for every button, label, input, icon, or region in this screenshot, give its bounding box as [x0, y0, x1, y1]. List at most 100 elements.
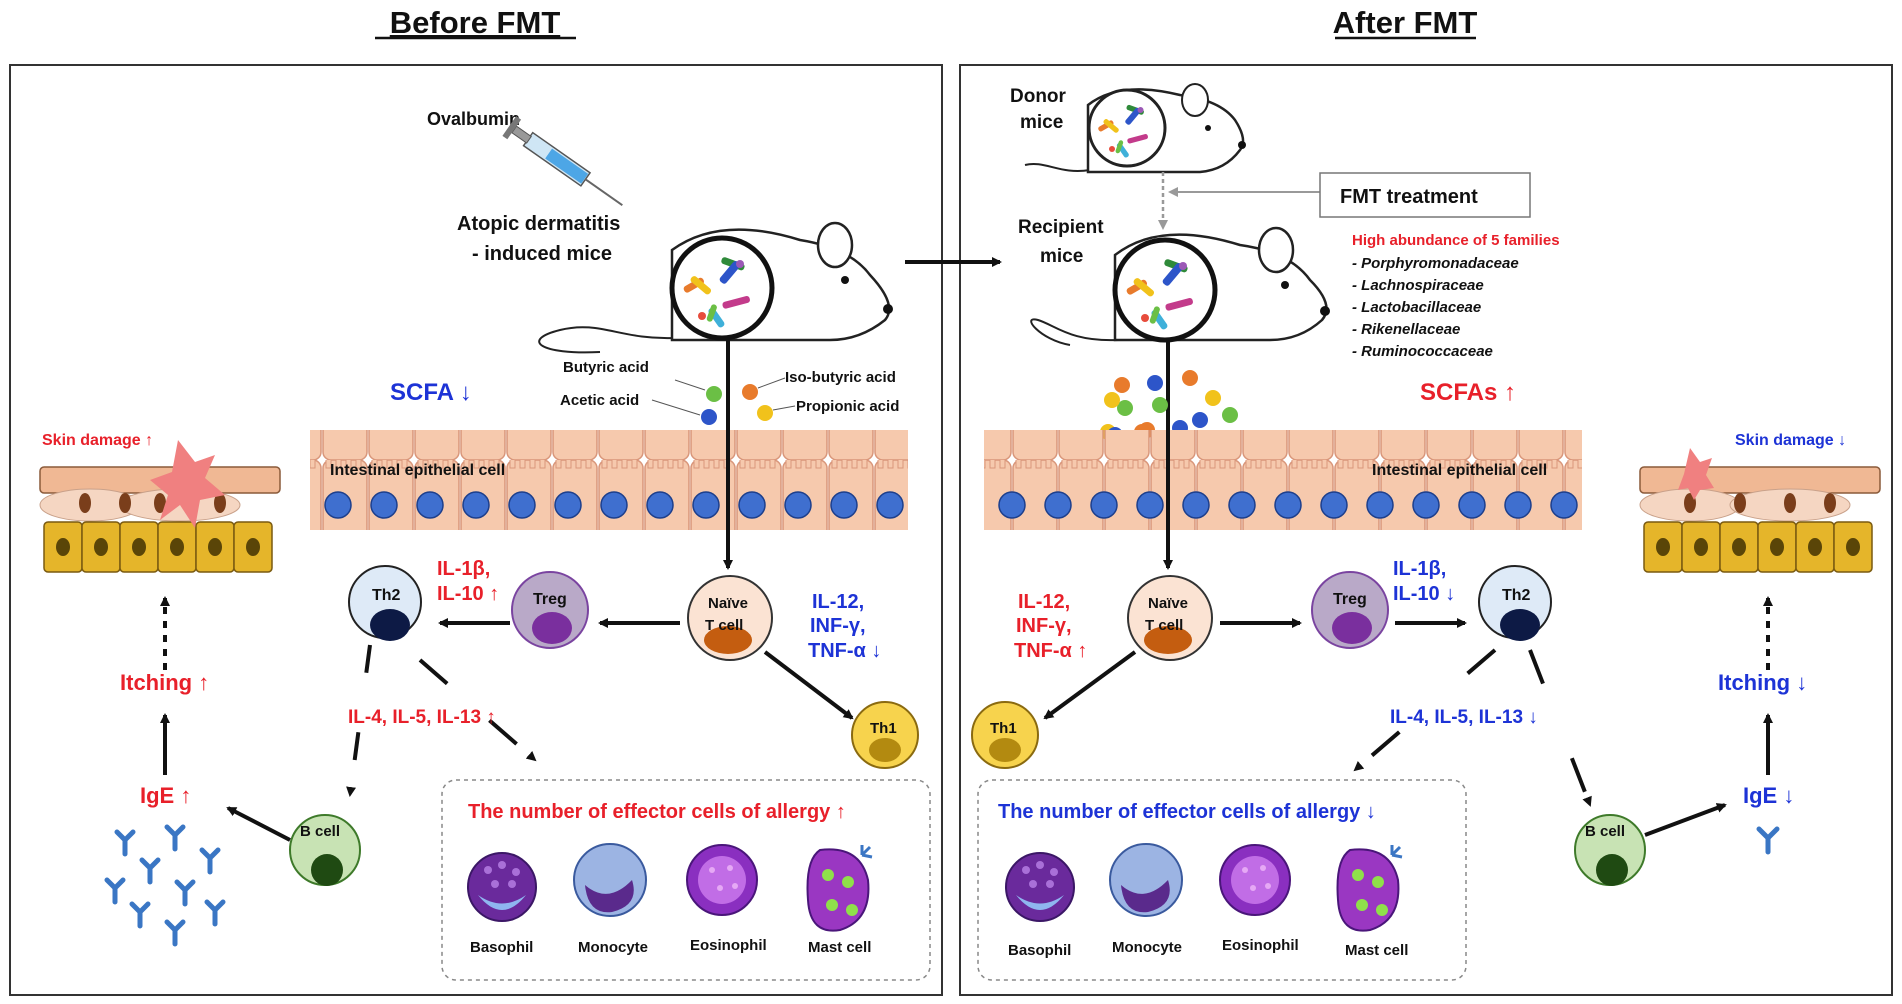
- eosinophil-icon-after: [1219, 844, 1291, 916]
- tnfa-before: TNF-α ↓: [808, 640, 881, 662]
- ad-mice-label-2: - induced mice: [472, 243, 612, 265]
- eosinophil-label-before: Eosinophil: [690, 937, 767, 954]
- mast-cell-icon-before: [806, 845, 873, 932]
- skin-damage-after: Skin damage ↓: [1735, 432, 1846, 449]
- propionic-dot: [757, 405, 773, 421]
- mast-cell-label-before: Mast cell: [808, 939, 871, 956]
- infg-after: INF-γ,: [1016, 615, 1072, 637]
- svg-text:Naïve: Naïve: [708, 595, 748, 612]
- recipient-label-1: Recipient: [1018, 217, 1104, 238]
- itching-before: Itching ↑: [120, 670, 209, 695]
- th2-cell-before: Th2: [348, 565, 422, 641]
- il1b-before: IL-1β,: [437, 558, 490, 580]
- syringe-icon: [502, 116, 623, 206]
- monocyte-label-before: Monocyte: [578, 939, 648, 956]
- tnfa-after: TNF-α ↑: [1014, 640, 1087, 662]
- treg-cell-after: Treg: [1311, 571, 1389, 649]
- il10-after: IL-10 ↓: [1393, 583, 1455, 605]
- ige-after: IgE ↓: [1743, 783, 1794, 808]
- th2-cell-after: Th2: [1478, 565, 1552, 641]
- effector-box-before: [441, 779, 931, 981]
- ige-antibody-icon-after: [1756, 826, 1780, 855]
- naive-t-cell-after: Naïve T cell: [1127, 575, 1213, 661]
- effector-box-after: [977, 779, 1467, 981]
- monocyte-label-after: Monocyte: [1112, 939, 1182, 956]
- skin-damage-before: Skin damage ↑: [42, 432, 153, 449]
- th1-cell-after: Th1: [971, 701, 1039, 769]
- basophil-icon-after: [1005, 852, 1075, 922]
- eosinophil-label-after: Eosinophil: [1222, 937, 1299, 954]
- ad-mice-label-1: Atopic dermatitis: [457, 213, 620, 235]
- basophil-label-after: Basophil: [1008, 942, 1071, 959]
- recipient-mouse-icon: [1030, 226, 1330, 346]
- svg-text:Th1: Th1: [990, 720, 1017, 737]
- recipient-label-2: mice: [1040, 246, 1083, 267]
- itching-after: Itching ↓: [1718, 670, 1807, 695]
- acetic-acid-label: Acetic acid: [560, 392, 639, 409]
- isobutyric-acid-label: Iso-butyric acid: [785, 369, 896, 386]
- svg-text:B cell: B cell: [300, 823, 340, 840]
- fmt-treatment-box: [1319, 172, 1531, 218]
- family-5: - Ruminococcaceae: [1352, 343, 1493, 360]
- isobutyric-dot: [742, 384, 758, 400]
- family-3: - Lactobacillaceae: [1352, 299, 1481, 316]
- infg-before: INF-γ,: [810, 615, 866, 637]
- acetic-dot: [701, 409, 717, 425]
- ige-before: IgE ↑: [140, 783, 191, 808]
- family-2: - Lachnospiraceae: [1352, 277, 1484, 294]
- svg-text:Treg: Treg: [1333, 591, 1367, 608]
- svg-text:Naïve: Naïve: [1148, 595, 1188, 612]
- ovalbumin-label: Ovalbumin: [427, 109, 520, 129]
- il1b-after: IL-1β,: [1393, 558, 1446, 580]
- basophil-icon-before: [467, 852, 537, 922]
- il10-before: IL-10 ↑: [437, 583, 499, 605]
- svg-text:T cell: T cell: [1145, 617, 1183, 634]
- before-panel: [9, 64, 943, 996]
- fmt-treatment-label: FMT treatment: [1340, 186, 1478, 208]
- b-cell-before: B cell: [289, 814, 361, 886]
- donor-label-1: Donor: [1010, 86, 1067, 107]
- ige-antibodies-icon: [104, 824, 226, 947]
- epithelium-after: [984, 430, 1582, 530]
- svg-text:Th2: Th2: [372, 587, 401, 604]
- epithelium-before: [310, 430, 908, 530]
- b-cell-after: B cell: [1574, 814, 1646, 886]
- il4513-after: IL-4, IL-5, IL-13 ↓: [1390, 707, 1538, 728]
- il4513-before: IL-4, IL-5, IL-13 ↑: [348, 707, 496, 728]
- skin-healthy-icon: [1639, 448, 1881, 573]
- after-panel: [959, 64, 1893, 996]
- effector-label-after: The number of effector cells of allergy …: [998, 801, 1376, 823]
- before-title: Before FMT: [390, 5, 561, 40]
- mast-cell-label-after: Mast cell: [1345, 942, 1408, 959]
- scfas-increase-label: SCFAs ↑: [1420, 379, 1516, 406]
- svg-text:Treg: Treg: [533, 591, 567, 608]
- basophil-label-before: Basophil: [470, 939, 533, 956]
- propionic-acid-label: Propionic acid: [796, 398, 899, 415]
- family-4: - Rikenellaceae: [1352, 321, 1460, 338]
- scfa-decrease-label: SCFA ↓: [390, 379, 472, 406]
- mast-cell-icon-after: [1336, 845, 1403, 932]
- th1-cell-before: Th1: [851, 701, 919, 769]
- butyric-dot: [706, 386, 722, 402]
- treg-cell-before: Treg: [511, 571, 589, 649]
- il12-after: IL-12,: [1018, 591, 1070, 613]
- svg-text:T cell: T cell: [705, 617, 743, 634]
- butyric-acid-label: Butyric acid: [563, 359, 649, 376]
- abundance-title: High abundance of 5 families: [1352, 232, 1560, 249]
- monocyte-icon-before: [573, 843, 647, 917]
- after-title: After FMT: [1333, 5, 1478, 40]
- eosinophil-icon-before: [686, 844, 758, 916]
- effector-label-before: The number of effector cells of allergy …: [468, 801, 846, 823]
- ad-mouse-icon: [538, 221, 893, 354]
- il12-before: IL-12,: [812, 591, 864, 613]
- svg-text:Th1: Th1: [870, 720, 897, 737]
- svg-text:B cell: B cell: [1585, 823, 1625, 840]
- donor-mouse-icon: [1024, 83, 1246, 174]
- monocyte-icon-after: [1109, 843, 1183, 917]
- family-1: - Porphyromonadaceae: [1352, 255, 1519, 272]
- naive-t-cell-before: Naïve T cell: [687, 575, 773, 661]
- epithelial-label-before: Intestinal epithelial cell: [330, 462, 505, 479]
- skin-damaged-icon: [39, 440, 281, 573]
- epithelial-label-after: Intestinal epithelial cell: [1372, 462, 1547, 479]
- donor-label-2: mice: [1020, 112, 1063, 133]
